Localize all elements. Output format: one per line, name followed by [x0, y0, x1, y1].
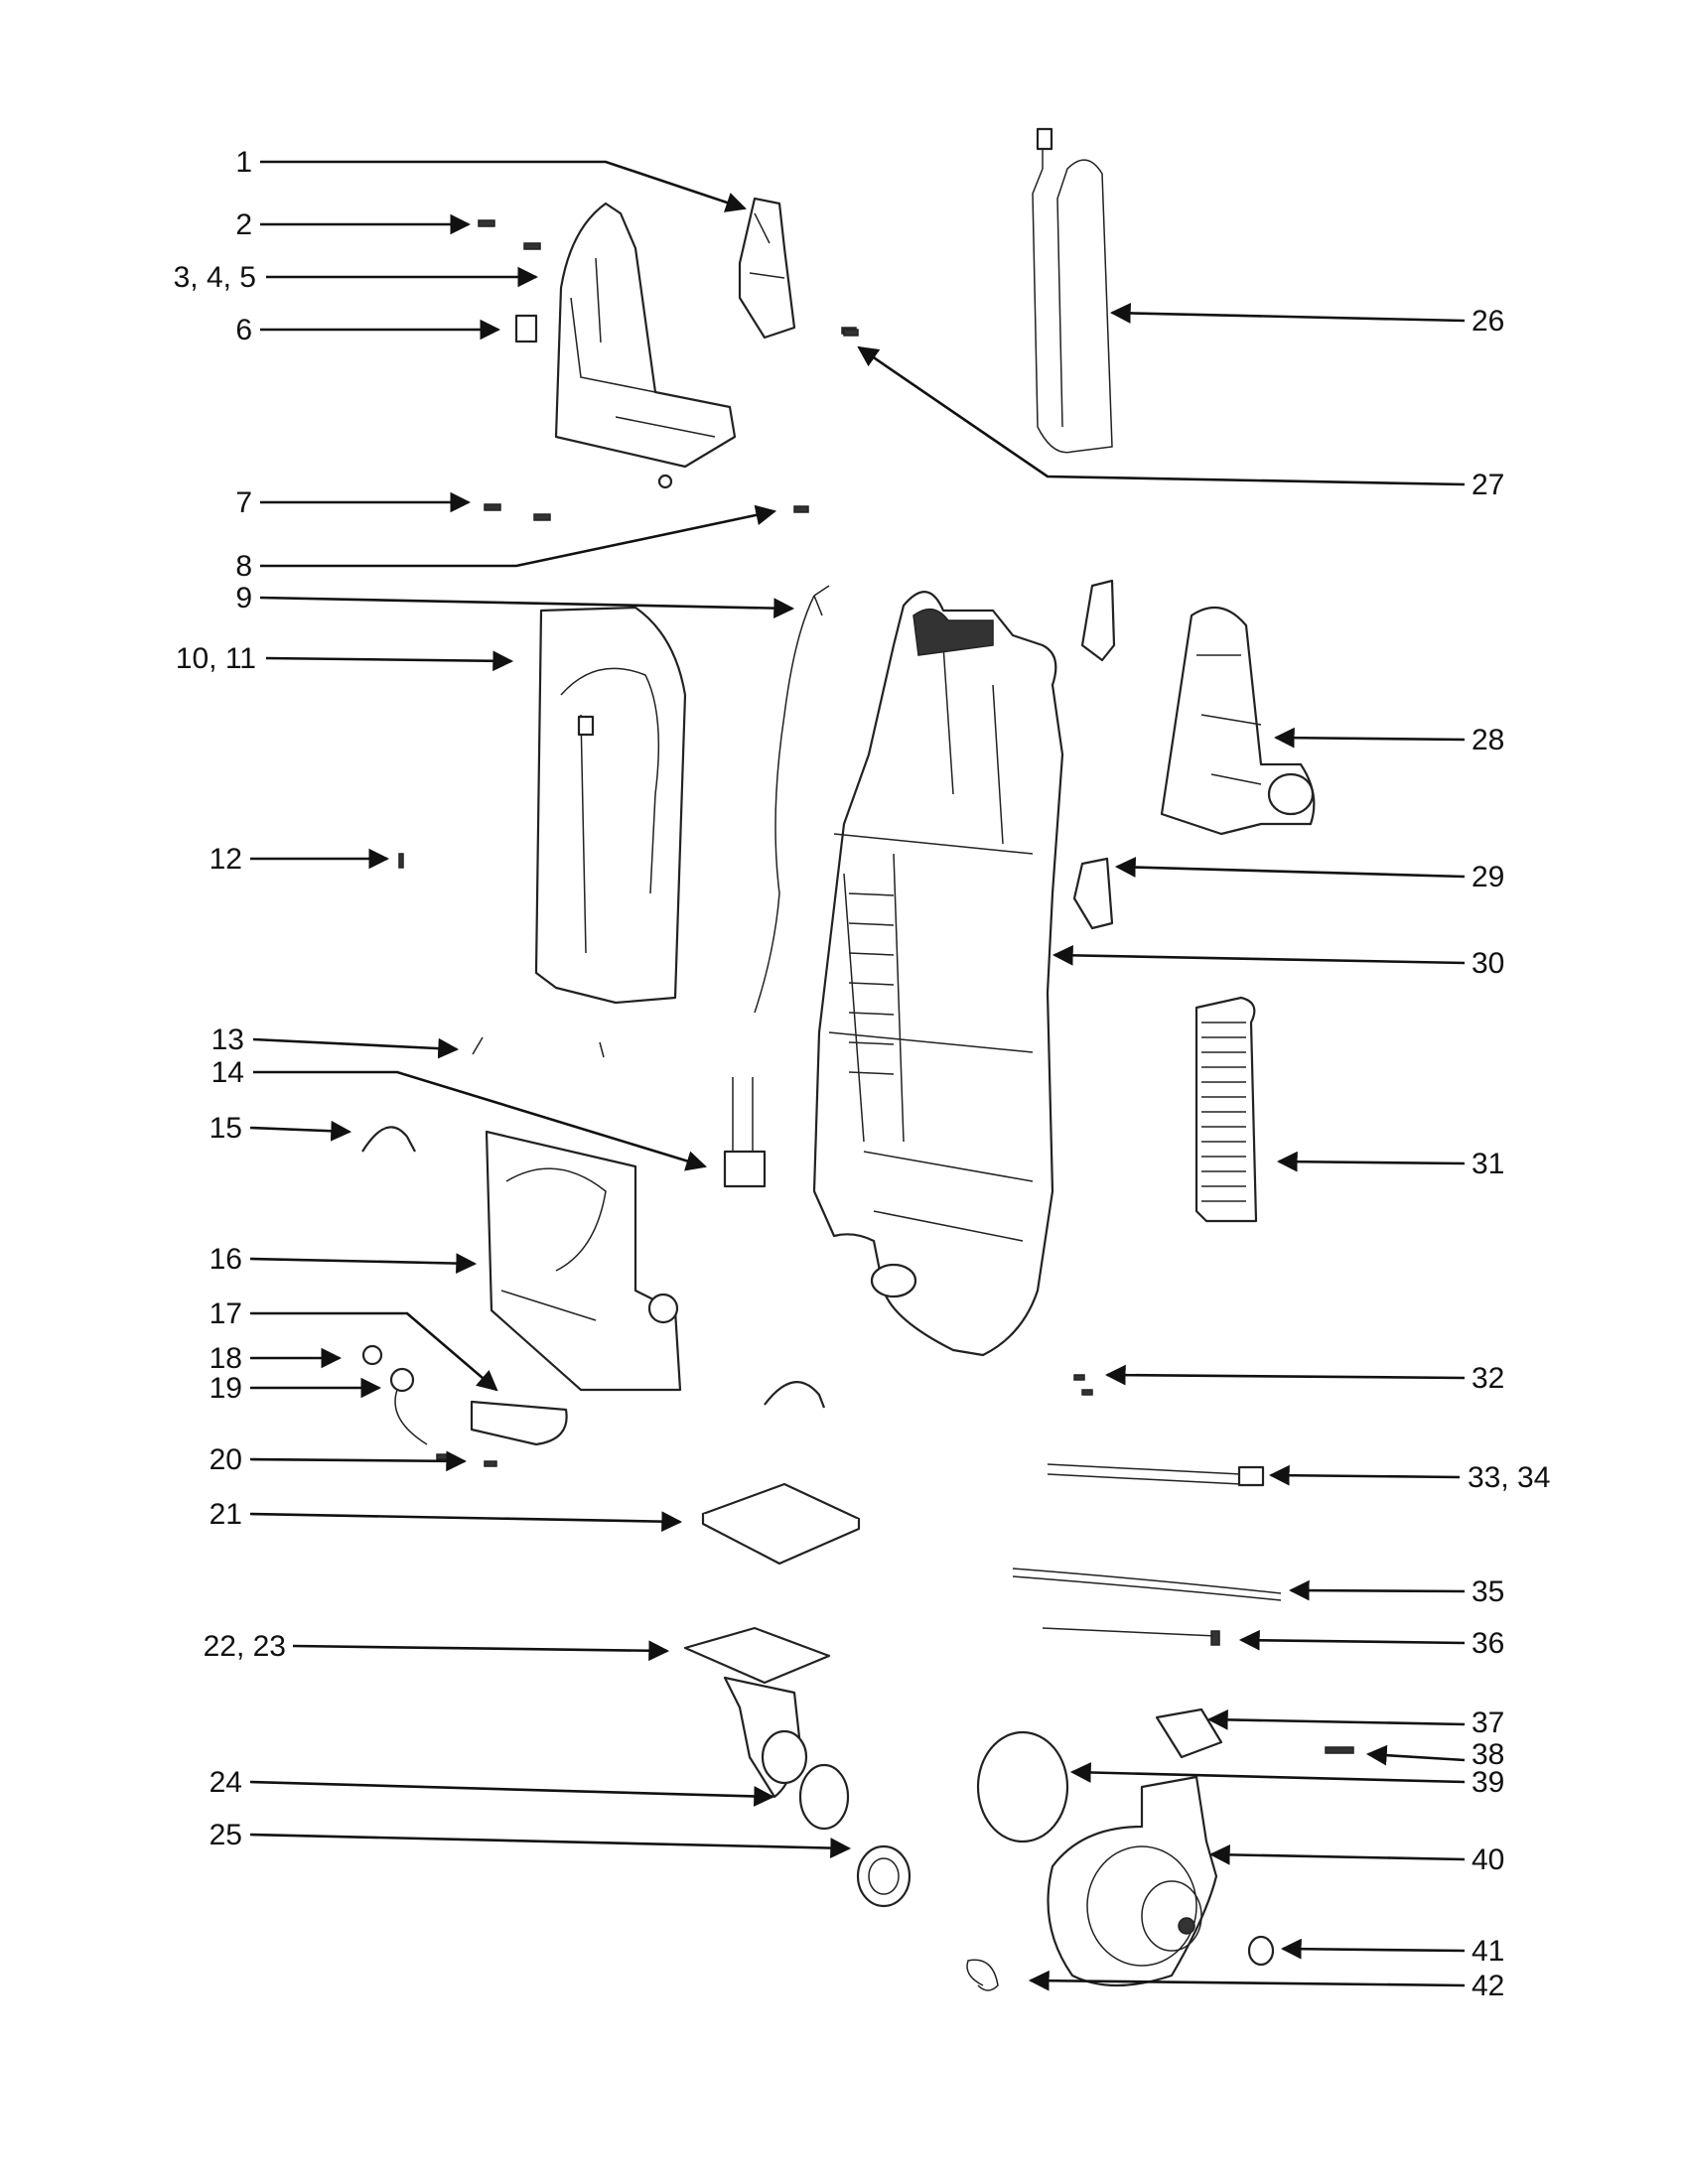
callout-38: 38	[1472, 1738, 1504, 1771]
callout-10-11: 10, 11	[176, 642, 256, 675]
callout-1: 1	[235, 146, 252, 179]
callout-3-4-5: 3, 4, 5	[174, 261, 256, 294]
part-front-panel	[534, 606, 687, 1005]
part-handle-assembly	[514, 202, 737, 489]
callout-15: 15	[210, 1112, 242, 1145]
callout-6: 6	[235, 314, 252, 346]
part-motor	[1047, 1775, 1218, 1987]
callout-7: 7	[235, 486, 252, 519]
callout-42: 42	[1472, 1970, 1504, 2002]
callout-39: 39	[1472, 1766, 1504, 1799]
part-hepa-filter	[1194, 996, 1258, 1223]
callout-41: 41	[1472, 1935, 1504, 1968]
part-power-cord	[1032, 127, 1113, 454]
part-screw-27	[843, 329, 859, 337]
callout-21: 21	[210, 1498, 242, 1531]
callout-40: 40	[1472, 1843, 1504, 1876]
callout-35: 35	[1472, 1575, 1504, 1608]
callout-28: 28	[1472, 724, 1504, 756]
callout-labels-left: 1 2 3, 4, 5 6 7 8 9 10, 11 12 13 14 15 1…	[174, 146, 286, 1851]
callout-13: 13	[211, 1024, 244, 1056]
part-accessory-holder	[1160, 606, 1316, 836]
part-wands	[1012, 1568, 1282, 1646]
part-rod	[1047, 1463, 1265, 1487]
part-filter-pad	[701, 1482, 861, 1566]
part-wire	[754, 585, 830, 1014]
callout-29: 29	[1472, 861, 1504, 893]
callout-20: 20	[210, 1443, 242, 1476]
callout-8: 8	[235, 550, 252, 583]
callout-25: 25	[210, 1819, 242, 1851]
part-rings-left	[798, 1763, 912, 1908]
part-motor-gaskets	[976, 1707, 1354, 1843]
part-screw-12-13	[398, 853, 605, 1058]
callout-12: 12	[210, 843, 242, 876]
callout-37: 37	[1472, 1706, 1504, 1739]
part-lower-panel	[485, 1130, 682, 1392]
callout-19: 19	[210, 1372, 242, 1405]
callout-22-23: 22, 23	[204, 1630, 286, 1663]
part-small-rings	[966, 1935, 1275, 1991]
part-hooks	[1072, 579, 1116, 930]
callout-14: 14	[211, 1056, 244, 1089]
leader-lines	[249, 160, 1466, 1991]
callout-16: 16	[210, 1243, 242, 1276]
callout-33-34: 33, 34	[1468, 1461, 1550, 1494]
callout-labels-right: 26 27 28 29 30 31 32 33, 34 35 36 37 38 …	[1468, 305, 1550, 2002]
callout-31: 31	[1472, 1148, 1504, 1180]
callout-36: 36	[1472, 1627, 1504, 1660]
callout-32: 32	[1472, 1362, 1504, 1395]
part-clips	[361, 1126, 826, 1409]
callout-27: 27	[1472, 469, 1504, 501]
part-headlight	[361, 1344, 568, 1467]
part-screws-32	[1073, 1374, 1093, 1396]
callout-9: 9	[235, 582, 252, 614]
part-switch	[723, 1077, 767, 1188]
callout-2: 2	[235, 208, 252, 241]
callout-30: 30	[1472, 947, 1504, 980]
part-cord-hook-top	[738, 197, 796, 340]
part-main-body	[812, 591, 1064, 1357]
callout-26: 26	[1472, 305, 1504, 338]
callout-17: 17	[210, 1297, 242, 1330]
callout-24: 24	[210, 1766, 242, 1799]
callout-18: 18	[210, 1342, 242, 1375]
part-duct	[683, 1626, 831, 1799]
